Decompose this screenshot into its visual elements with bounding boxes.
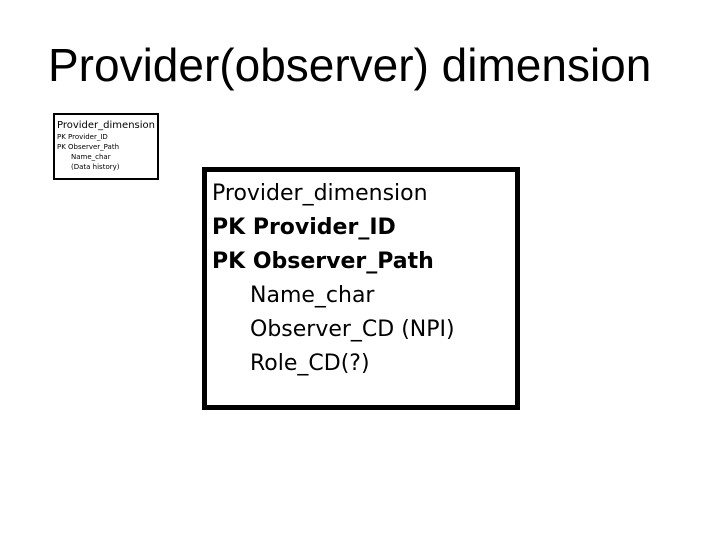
large-table-box: Provider_dimension PK Provider_ID PK Obs… bbox=[202, 167, 520, 410]
small-field-provider-id: PK Provider_ID bbox=[57, 133, 108, 141]
large-table-name: Provider_dimension bbox=[212, 181, 428, 206]
small-field-observer-path: PK Observer_Path bbox=[57, 143, 120, 151]
large-field-role-cd: Role_CD(?) bbox=[250, 351, 370, 376]
small-table-name: Provider_dimension bbox=[57, 120, 155, 131]
small-table-box: Provider_dimension PK Provider_ID PK Obs… bbox=[53, 113, 159, 180]
large-field-observer-cd: Observer_CD (NPI) bbox=[250, 317, 455, 342]
large-field-observer-path: PK Observer_Path bbox=[212, 249, 434, 274]
large-field-name-char: Name_char bbox=[250, 283, 375, 308]
small-field-name-char: Name_char bbox=[71, 153, 111, 161]
slide-title: Provider(observer) dimension bbox=[48, 39, 652, 91]
small-field-data-history: (Data history) bbox=[71, 163, 120, 171]
large-field-provider-id: PK Provider_ID bbox=[212, 215, 396, 240]
